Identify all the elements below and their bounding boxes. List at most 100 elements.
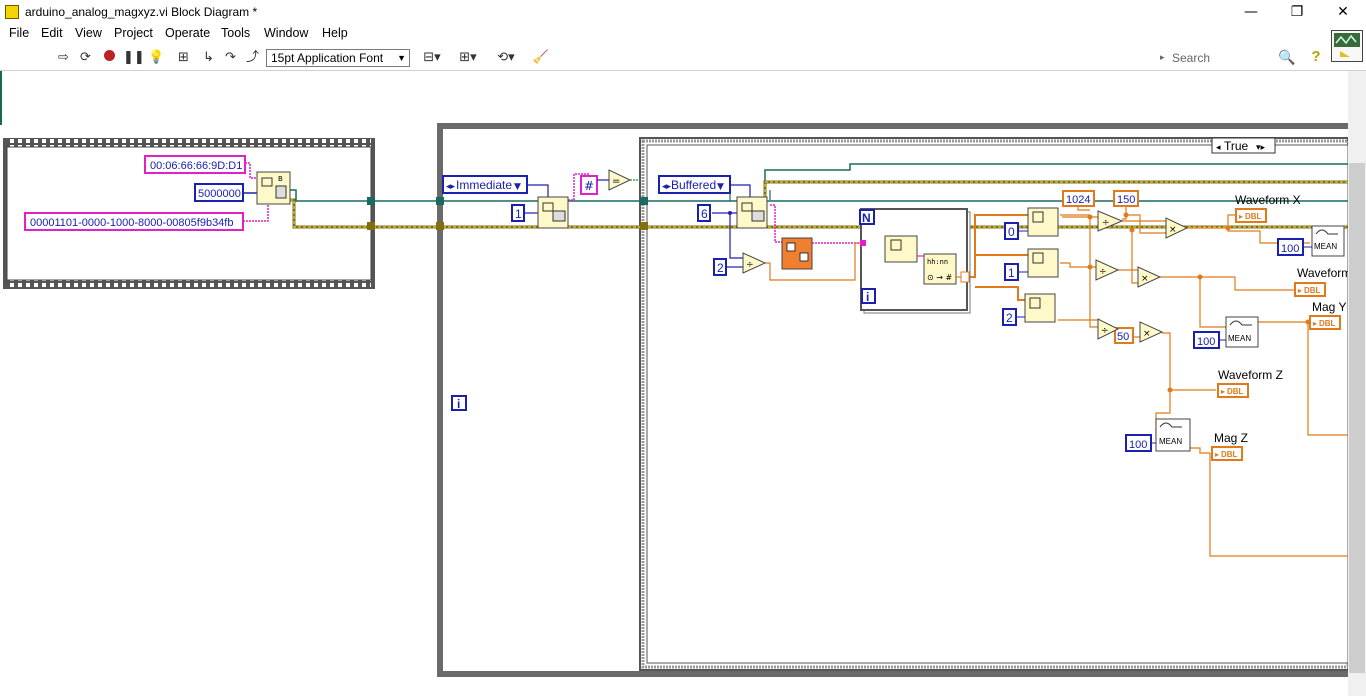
- bluetooth-read-node-2[interactable]: [736, 196, 768, 229]
- svg-text:5000000: 5000000: [198, 188, 241, 200]
- font-select[interactable]: 15pt Application Font ▼: [266, 49, 410, 67]
- constant-50[interactable]: 50: [1114, 327, 1134, 344]
- run-arrow-icon[interactable]: ⇨: [58, 50, 69, 65]
- svg-text:÷: ÷: [746, 260, 754, 270]
- mean-length-constant-y[interactable]: 100: [1193, 331, 1226, 349]
- string-length-node[interactable]: #: [580, 175, 598, 195]
- mag-z-indicator[interactable]: Mag Z ▸ DBL: [1211, 431, 1248, 461]
- multiply-node-x[interactable]: ×: [1165, 217, 1189, 239]
- waveform-x-indicator[interactable]: Waveform X ▸ DBL: [1235, 193, 1301, 223]
- tunnel-refnum-seq: [367, 197, 375, 205]
- help-icon[interactable]: ?: [1311, 48, 1321, 65]
- step-into-icon[interactable]: ↳: [203, 50, 214, 65]
- index-constant-2[interactable]: 2: [1002, 308, 1025, 326]
- constant-1[interactable]: 1: [511, 204, 525, 222]
- divide-node-length[interactable]: ÷: [742, 252, 767, 274]
- divide-node-z[interactable]: ÷: [1097, 318, 1120, 340]
- svg-text:1024: 1024: [1066, 194, 1090, 206]
- menu-help[interactable]: Help: [322, 26, 348, 40]
- svg-text:÷: ÷: [1101, 326, 1109, 336]
- tunnel-error-seq: [367, 222, 375, 230]
- step-out-icon[interactable]: ⤴: [245, 50, 259, 65]
- block-diagram-canvas[interactable]: ◂ True ▾▸: [0, 71, 1366, 696]
- chevron-right-icon: ▸: [1160, 52, 1165, 62]
- menu-tools[interactable]: Tools: [221, 26, 251, 40]
- mean-length-constant-z[interactable]: 100: [1125, 434, 1156, 452]
- menu-window[interactable]: Window: [264, 26, 309, 40]
- string-to-byte-array-node[interactable]: [781, 237, 813, 270]
- search-icon[interactable]: 🔍: [1278, 49, 1296, 65]
- align-objects-icon[interactable]: ⊟▾: [423, 50, 441, 65]
- clean-up-diagram-icon[interactable]: 🧹: [532, 50, 550, 65]
- retain-wire-values-icon[interactable]: ⊞: [178, 50, 189, 65]
- constant-2-divisor[interactable]: 2: [713, 258, 727, 276]
- waveform-z-indicator[interactable]: Waveform Z ▸ DBL: [1217, 368, 1283, 398]
- menu-view[interactable]: View: [75, 26, 102, 40]
- svg-text:DBL: DBL: [1227, 387, 1244, 396]
- index-array-node-1[interactable]: [1027, 248, 1059, 278]
- while-loop-frame[interactable]: [437, 123, 1348, 677]
- maximize-button[interactable]: ❐: [1290, 4, 1304, 20]
- index-constant-0[interactable]: 0: [1004, 222, 1028, 240]
- bluetooth-open-connection-node[interactable]: B: [256, 171, 291, 205]
- mac-address-constant[interactable]: 00:06:66:66:9D:D1: [144, 155, 246, 174]
- reorder-icon[interactable]: ⟲▾: [497, 50, 515, 65]
- run-continuously-icon[interactable]: ⟳: [80, 50, 91, 65]
- menu-project[interactable]: Project: [114, 26, 153, 40]
- pause-icon[interactable]: ❚❚: [123, 50, 145, 65]
- divide-node-y[interactable]: ÷: [1095, 259, 1120, 281]
- svg-text:6: 6: [701, 207, 708, 221]
- menu-edit[interactable]: Edit: [41, 26, 63, 40]
- menu-bar: File Edit View Project Operate Tools Win…: [0, 24, 1330, 44]
- minimize-button[interactable]: —: [1244, 4, 1258, 20]
- case-selector[interactable]: ◂ True ▾▸: [1211, 137, 1276, 154]
- mag-y-indicator[interactable]: Mag Y ▸ DBL: [1309, 300, 1346, 330]
- svg-text:▼: ▼: [514, 182, 521, 192]
- constant-1024[interactable]: 1024: [1062, 190, 1095, 207]
- search-box[interactable]: ▸ Search 🔍: [1160, 49, 1300, 67]
- svg-text:=: =: [612, 176, 620, 187]
- uuid-constant[interactable]: 00001101-0000-1000-8000-00805f9b34fb: [24, 212, 244, 231]
- mean-length-constant-x[interactable]: 100: [1277, 238, 1312, 256]
- mean-node-y[interactable]: MEAN: [1225, 316, 1259, 348]
- tunnel-error-loop: [436, 222, 444, 230]
- svg-text:×: ×: [1143, 329, 1151, 339]
- vertical-scrollbar[interactable]: [1348, 71, 1366, 696]
- bluetooth-read-node-1[interactable]: [537, 196, 569, 229]
- multiply-node-z[interactable]: ×: [1139, 321, 1164, 343]
- svg-text:#: #: [584, 179, 594, 193]
- equals-node[interactable]: =: [597, 169, 642, 191]
- vi-connector-icon[interactable]: [1331, 30, 1363, 62]
- scrollbar-thumb[interactable]: [1349, 163, 1365, 673]
- svg-text:50: 50: [1117, 331, 1129, 343]
- svg-text:N: N: [862, 211, 871, 225]
- menu-file[interactable]: File: [9, 26, 30, 40]
- svg-text:Waveform Z: Waveform Z: [1218, 368, 1283, 382]
- multiply-node-y[interactable]: ×: [1137, 266, 1162, 288]
- mode-immediate-ring[interactable]: ◂▸ Immediate ▼: [442, 175, 528, 194]
- constant-6[interactable]: 6: [697, 204, 711, 222]
- index-constant-1[interactable]: 1: [1004, 263, 1028, 281]
- step-over-icon[interactable]: ↷: [225, 50, 236, 65]
- svg-text:Waveform: Waveform: [1297, 266, 1348, 280]
- index-array-node-0[interactable]: [1027, 207, 1059, 237]
- constant-150[interactable]: 150: [1113, 190, 1139, 207]
- highlight-execution-icon[interactable]: 💡: [148, 50, 165, 65]
- diagram-svg: ◂ True ▾▸: [0, 71, 1348, 677]
- index-array-node-loop[interactable]: [884, 235, 918, 263]
- distribute-objects-icon[interactable]: ⊞▾: [459, 50, 477, 65]
- svg-text:DBL: DBL: [1221, 450, 1238, 459]
- menu-operate[interactable]: Operate: [165, 26, 211, 40]
- waveform-y-indicator[interactable]: Waveform ▸ DBL: [1294, 266, 1348, 297]
- svg-text:Mag Z: Mag Z: [1214, 431, 1248, 445]
- timeout-constant[interactable]: 5000000: [194, 183, 244, 202]
- svg-text:MEAN: MEAN: [1314, 242, 1337, 251]
- abort-icon[interactable]: [101, 50, 118, 66]
- format-number-node[interactable]: hh:nn ⊙ → #: [923, 253, 957, 285]
- mean-node-x[interactable]: MEAN: [1311, 225, 1345, 257]
- mean-node-z[interactable]: MEAN: [1155, 418, 1191, 452]
- mode-buffered-ring[interactable]: ◂▸ Buffered ▼: [658, 175, 731, 194]
- close-button[interactable]: ✕: [1337, 4, 1349, 20]
- index-array-node-2[interactable]: [1024, 293, 1056, 323]
- divide-node-x[interactable]: ÷: [1097, 210, 1124, 232]
